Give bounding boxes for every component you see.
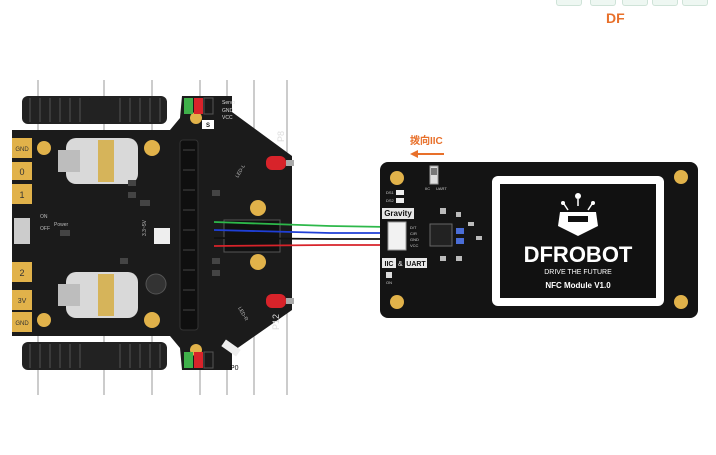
version-label: 3.3~5V <box>142 219 148 236</box>
microbit-connector <box>179 139 199 331</box>
power-label: Power <box>54 222 69 228</box>
servo-gnd-label: GND <box>222 108 234 114</box>
wire-blue <box>213 229 390 234</box>
nfc-mounting-holes <box>390 170 688 309</box>
uart-label: UART <box>406 261 426 268</box>
iic-label: IIC <box>385 261 394 268</box>
gravity-label: Gravity <box>384 209 412 218</box>
nfc-gravity-connector <box>387 221 407 251</box>
pin-label-3v: 3V <box>18 298 27 305</box>
p12-label: P12 <box>271 314 281 330</box>
brand-tagline: DRIVE THE FUTURE <box>544 269 612 276</box>
tab-1[interactable] <box>556 0 582 6</box>
servo-letter: S <box>206 123 210 129</box>
servo-label: Servo <box>222 100 235 106</box>
pin-gnd: GND <box>410 237 419 242</box>
svg-text:&: & <box>398 261 403 268</box>
wire-black <box>213 237 390 240</box>
tab-5[interactable] <box>682 0 708 6</box>
board-gravity-connector <box>223 219 281 253</box>
df-brand-logo: DF <box>606 10 625 26</box>
wire-green <box>213 221 391 228</box>
nfc-chip <box>429 223 453 247</box>
mounting-holes <box>144 112 266 356</box>
ds1-label: DS1 <box>386 190 395 195</box>
module-name: NFC Module V1.0 <box>545 281 611 290</box>
pin-label-gnd-bottom: GND <box>15 321 29 327</box>
wire-red <box>213 244 390 247</box>
on-status-label: ON <box>386 280 392 285</box>
servo-header-top <box>184 97 214 129</box>
p0-label: P0 <box>230 365 239 372</box>
off-label: OFF <box>40 226 50 232</box>
pin-cr: C/R <box>410 231 417 236</box>
on-label: ON <box>40 214 48 220</box>
pin-label-gnd-top: GND <box>15 147 29 153</box>
robot-car-board: GND 0 1 2 3V GND ON OFF Power 3 <box>12 80 294 395</box>
servo-vcc-label: VCC <box>222 115 233 121</box>
wires <box>213 221 391 247</box>
pin-label-1: 1 <box>19 190 24 200</box>
p0-led <box>221 339 241 357</box>
direction-label: 拨向IIC <box>410 134 443 147</box>
tab-2[interactable] <box>590 0 616 6</box>
top-wheel <box>22 96 167 124</box>
pin-vcc: VCC <box>410 243 419 248</box>
pin-label-2: 2 <box>19 268 24 278</box>
bottom-wheel <box>22 342 167 370</box>
p8-label: P8 <box>276 131 286 142</box>
pin-dt: D/T <box>410 225 417 230</box>
arrow-left-icon <box>410 150 444 158</box>
ds2-label: DS2 <box>386 198 395 203</box>
left-pin-pads <box>12 138 51 332</box>
toolbar-tabs <box>556 0 716 6</box>
buzzer <box>145 273 167 295</box>
led-p12 <box>266 294 294 308</box>
dfrobot-robot-icon <box>558 193 598 236</box>
tab-3[interactable] <box>622 0 648 6</box>
switch-uart-label: UART <box>436 186 447 191</box>
power-switch[interactable] <box>14 218 30 244</box>
chip <box>154 228 170 244</box>
nfc-module: 拨向IIC IIC UART DS1 DS2 Gravity D/T C/R G… <box>380 134 698 318</box>
tab-4[interactable] <box>652 0 678 6</box>
brand-name: DFROBOT <box>524 242 633 267</box>
led-p8 <box>266 156 294 170</box>
switch-iic-label: IIC <box>425 186 430 191</box>
gravity-badge <box>382 208 414 219</box>
servo-header-bottom <box>184 351 214 369</box>
pin-label-0: 0 <box>19 167 24 177</box>
